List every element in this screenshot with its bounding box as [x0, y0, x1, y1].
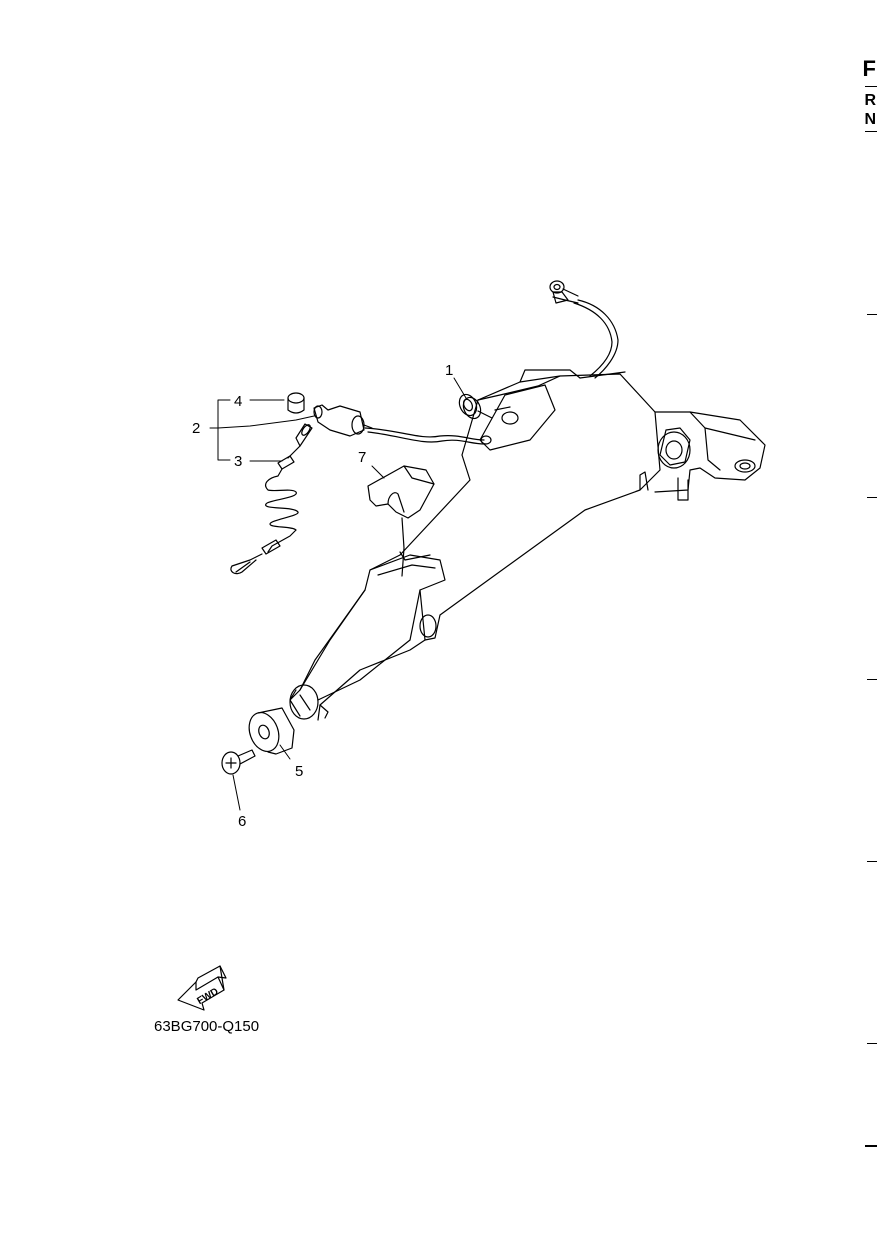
- diagram-part-code: 63BG700-Q150: [154, 1018, 260, 1035]
- callout-3: 3: [234, 453, 242, 470]
- screw-part-6: [221, 749, 256, 775]
- fwd-arrow-icon: FWD: [177, 965, 227, 1011]
- stop-switch-cable: [364, 299, 619, 445]
- edge-tick: [867, 314, 877, 315]
- cover-part-7: [367, 465, 435, 577]
- edge-tick: [867, 497, 877, 498]
- edge-letter-r: R: [864, 92, 876, 109]
- cable-terminal-icon: [549, 280, 579, 304]
- edge-tick: [867, 1043, 877, 1044]
- edge-rule: [865, 86, 877, 87]
- callout-7: 7: [358, 449, 366, 466]
- callout-2: 2: [192, 420, 200, 437]
- edge-tick: [867, 679, 877, 680]
- grip-end-part-5: [248, 707, 295, 755]
- edge-tick: [867, 861, 877, 862]
- grommet-part-1: [458, 393, 493, 420]
- leader-lines: [209, 377, 467, 811]
- tiller-handle: [289, 369, 766, 721]
- callout-6: 6: [238, 813, 246, 830]
- edge-letter-n: N: [864, 111, 876, 128]
- switch-cap-part-4: [287, 392, 305, 414]
- edge-letter-f: F: [862, 56, 876, 81]
- callout-5: 5: [295, 763, 303, 780]
- callout-labels: 1 2 3 4 5 6 7: [192, 362, 453, 830]
- callout-1: 1: [445, 362, 453, 379]
- fwd-label: FWD: [195, 986, 220, 1007]
- edge-rule: [865, 1145, 877, 1147]
- stop-switch-part-2: [313, 404, 373, 437]
- callout-4: 4: [234, 393, 242, 410]
- lanyard-part-3: [230, 423, 313, 575]
- edge-rule: [865, 131, 877, 132]
